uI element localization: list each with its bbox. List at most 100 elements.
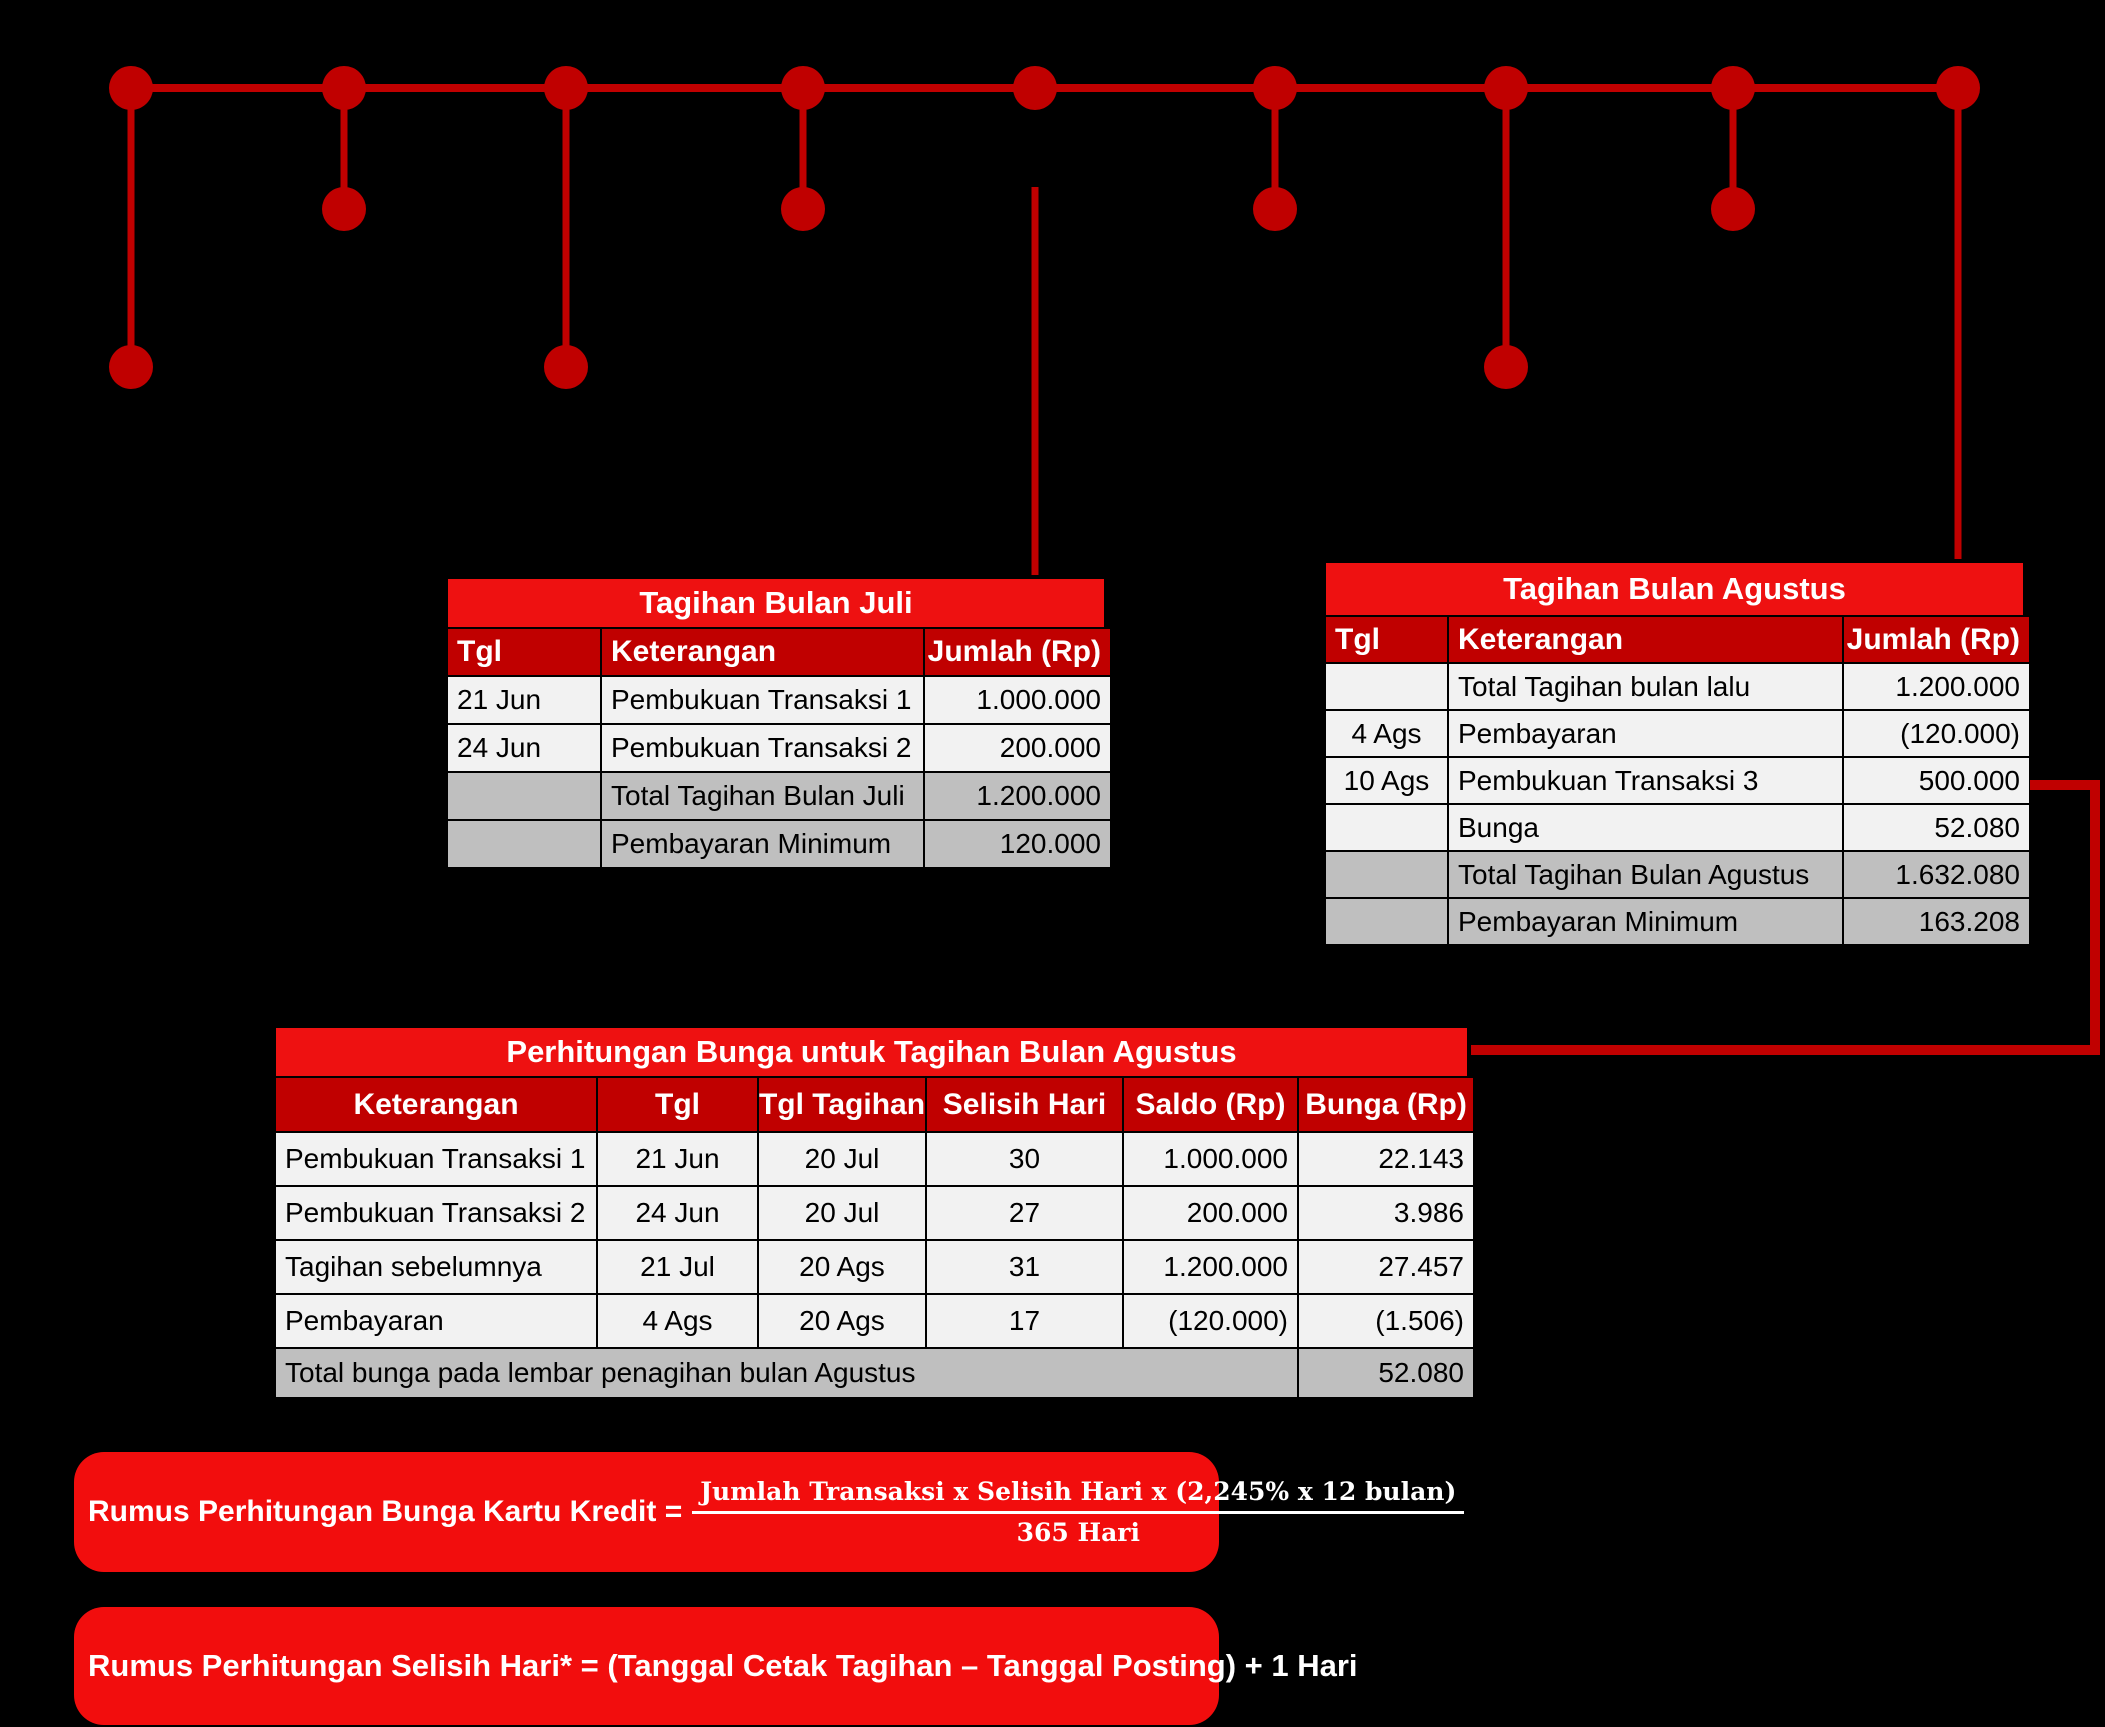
table-row: 4 Ags Pembayaran (120.000)	[1325, 710, 2030, 757]
cell: 500.000	[1843, 757, 2030, 804]
table-row: Pembayaran 4 Ags 20 Ags 17 (120.000) (1.…	[275, 1294, 1474, 1348]
timeline-dot	[1936, 66, 1980, 110]
table-row: Pembayaran Minimum 120.000	[447, 820, 1111, 868]
cell: (120.000)	[1123, 1294, 1298, 1348]
formula-label: Rumus Perhitungan Bunga Kartu Kredit =	[88, 1495, 683, 1528]
cell	[447, 772, 601, 820]
timeline-dot	[544, 66, 588, 110]
formula-text: Rumus Perhitungan Selisih Hari* = (Tangg…	[88, 1648, 1358, 1683]
timeline-dot	[1484, 66, 1528, 110]
column-header: Tgl	[597, 1077, 758, 1132]
timeline-event-dot	[1711, 187, 1755, 231]
cell: 21 Jun	[447, 676, 601, 724]
column-header: Tgl Tagihan	[758, 1077, 926, 1132]
column-header: Jumlah (Rp)	[1843, 616, 2030, 663]
cell: 17	[926, 1294, 1123, 1348]
juli-table: Tagihan Bulan Juli Tgl Keterangan Jumlah…	[444, 575, 1111, 871]
timeline-dot	[322, 66, 366, 110]
timeline-event-dot	[781, 187, 825, 231]
cell: 20 Ags	[758, 1240, 926, 1294]
table-header-row: Tgl Keterangan Jumlah (Rp)	[447, 628, 1111, 676]
cell: Pembukuan Transaksi 3	[1448, 757, 1843, 804]
cell: Pembukuan Transaksi 2	[275, 1186, 597, 1240]
timeline-dot	[109, 66, 153, 110]
cell	[1325, 898, 1448, 945]
timeline-dot	[781, 66, 825, 110]
timeline-event-dot	[322, 187, 366, 231]
cell: 163.208	[1843, 898, 2030, 945]
column-header: Tgl	[447, 628, 601, 676]
cell: 22.143	[1298, 1132, 1474, 1186]
formula-fraction: Jumlah Transaksi x Selisih Hari x (2,245…	[692, 1476, 1465, 1548]
column-header: Keterangan	[601, 628, 924, 676]
cell: 10 Ags	[1325, 757, 1448, 804]
cell: 21 Jul	[597, 1240, 758, 1294]
cell: 1.000.000	[1123, 1132, 1298, 1186]
cell: 20 Jul	[758, 1186, 926, 1240]
cell: 20 Jul	[758, 1132, 926, 1186]
cell: 27	[926, 1186, 1123, 1240]
column-header: Bunga (Rp)	[1298, 1077, 1474, 1132]
table-row: Bunga 52.080	[1325, 804, 2030, 851]
table-header-row: Tgl Keterangan Jumlah (Rp)	[1325, 616, 2030, 663]
table-row: Total Tagihan bulan lalu 1.200.000	[1325, 663, 2030, 710]
timeline-event-dot	[1253, 187, 1297, 231]
timeline-dot	[1253, 66, 1297, 110]
cell: 1.200.000	[924, 772, 1111, 820]
table-row: 10 Ags Pembukuan Transaksi 3 500.000	[1325, 757, 2030, 804]
cell: 1.200.000	[1843, 663, 2030, 710]
cell	[1325, 804, 1448, 851]
cell: Tagihan sebelumnya	[275, 1240, 597, 1294]
perhitungan-table-title: Perhitungan Bunga untuk Tagihan Bulan Ag…	[275, 1027, 1468, 1077]
juli-table-title: Tagihan Bulan Juli	[447, 578, 1105, 628]
cell: 31	[926, 1240, 1123, 1294]
cell: Pembukuan Transaksi 2	[601, 724, 924, 772]
cell: Pembukuan Transaksi 1	[275, 1132, 597, 1186]
cell: 4 Ags	[1325, 710, 1448, 757]
cell: Total Tagihan Bulan Agustus	[1448, 851, 1843, 898]
cell: Total Tagihan bulan lalu	[1448, 663, 1843, 710]
cell: Pembayaran Minimum	[1448, 898, 1843, 945]
footer-label: Total bunga pada lembar penagihan bulan …	[275, 1348, 1298, 1398]
cell: 3.986	[1298, 1186, 1474, 1240]
timeline-dot	[1013, 66, 1057, 110]
cell: 1.632.080	[1843, 851, 2030, 898]
table-row: Total Tagihan Bulan Agustus 1.632.080	[1325, 851, 2030, 898]
timeline-event-dot	[109, 345, 153, 389]
cell: Bunga	[1448, 804, 1843, 851]
cell	[1325, 851, 1448, 898]
cell: 1.200.000	[1123, 1240, 1298, 1294]
cell: Pembayaran	[275, 1294, 597, 1348]
cell: (120.000)	[1843, 710, 2030, 757]
cell: 27.457	[1298, 1240, 1474, 1294]
table-row: Tagihan sebelumnya 21 Jul 20 Ags 31 1.20…	[275, 1240, 1474, 1294]
table-footer-row: Total bunga pada lembar penagihan bulan …	[275, 1348, 1474, 1398]
cell: 21 Jun	[597, 1132, 758, 1186]
timeline-dot	[1711, 66, 1755, 110]
cell: 4 Ags	[597, 1294, 758, 1348]
agustus-table-title: Tagihan Bulan Agustus	[1325, 562, 2024, 616]
column-header: Saldo (Rp)	[1123, 1077, 1298, 1132]
cell	[447, 820, 601, 868]
cell: 200.000	[1123, 1186, 1298, 1240]
perhitungan-bunga-table: Perhitungan Bunga untuk Tagihan Bulan Ag…	[272, 1024, 1474, 1401]
timeline-event-dot	[544, 345, 588, 389]
day-difference-formula-box: Rumus Perhitungan Selisih Hari* = (Tangg…	[74, 1607, 1358, 1725]
agustus-table: Tagihan Bulan Agustus Tgl Keterangan Jum…	[1322, 559, 2030, 948]
interest-formula-box: Rumus Perhitungan Bunga Kartu Kredit = J…	[74, 1452, 1465, 1572]
cell: 1.000.000	[924, 676, 1111, 724]
footer-value: 52.080	[1298, 1348, 1474, 1398]
cell: 24 Jun	[447, 724, 601, 772]
cell: 52.080	[1843, 804, 2030, 851]
table-header-row: Keterangan Tgl Tgl Tagihan Selisih Hari …	[275, 1077, 1474, 1132]
cell: 200.000	[924, 724, 1111, 772]
cell: (1.506)	[1298, 1294, 1474, 1348]
table-row: Total Tagihan Bulan Juli 1.200.000	[447, 772, 1111, 820]
table-row: 21 Jun Pembukuan Transaksi 1 1.000.000	[447, 676, 1111, 724]
column-header: Keterangan	[1448, 616, 1843, 663]
cell	[1325, 663, 1448, 710]
timeline-event-dot	[1484, 345, 1528, 389]
cell: 30	[926, 1132, 1123, 1186]
